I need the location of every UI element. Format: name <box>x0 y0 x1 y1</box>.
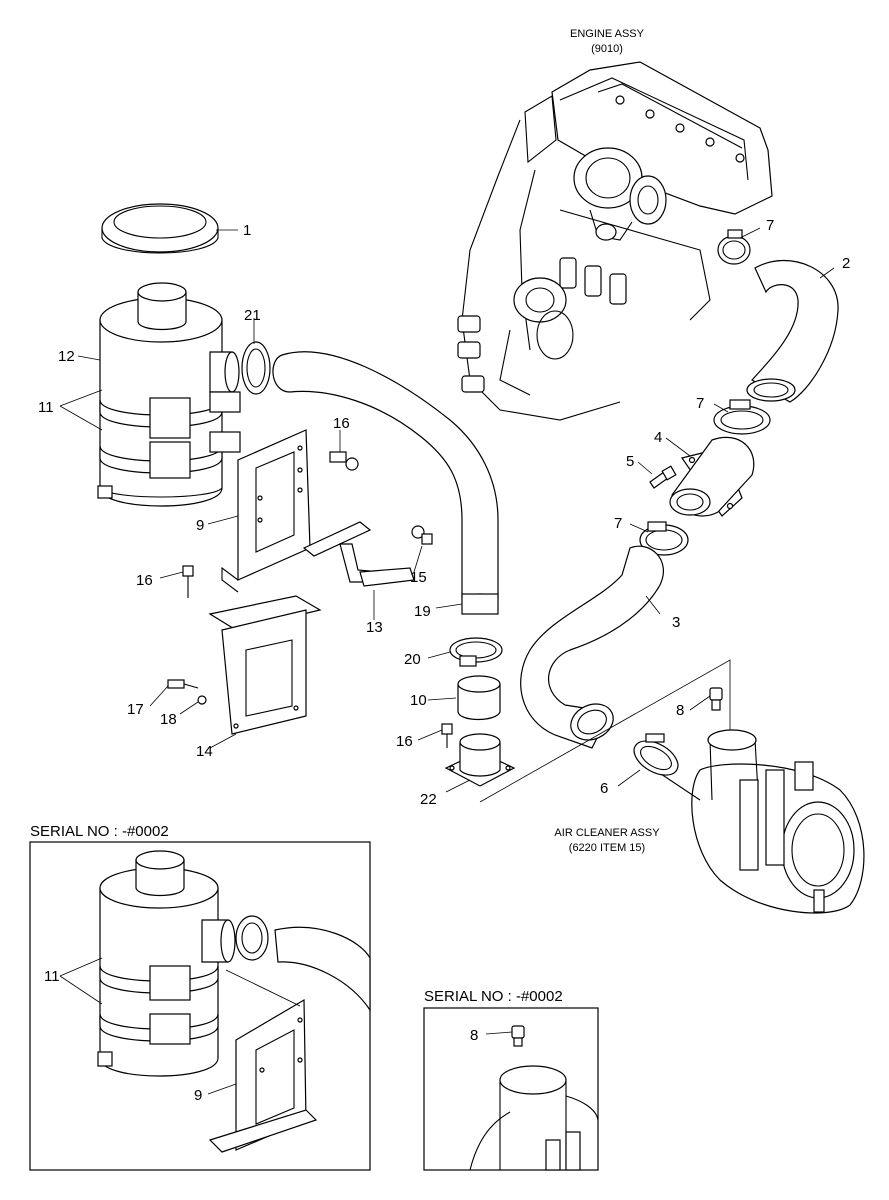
inset-left-callout-9: 9 <box>194 1087 202 1104</box>
inset-right-callout-8: 8 <box>470 1027 478 1044</box>
callout-13: 13 <box>366 619 383 636</box>
bracket-9 <box>221 429 311 593</box>
callout-12: 12 <box>58 348 75 365</box>
bolt-5 <box>649 465 677 489</box>
callout-8: 8 <box>676 702 684 719</box>
bracket-13 <box>302 521 415 587</box>
flange-22 <box>444 733 516 787</box>
hose-clamp-7-lower <box>639 521 689 556</box>
callout-7-middle: 7 <box>696 395 704 412</box>
callout-16-upper: 16 <box>333 415 350 432</box>
bolt-16-middle <box>182 565 194 598</box>
callout-4: 4 <box>654 429 662 446</box>
bolt-16-lower <box>441 723 453 748</box>
inset-left-air-cleaner <box>59 850 371 1153</box>
callout-2: 2 <box>842 255 850 272</box>
callout-7-lower: 7 <box>614 515 622 532</box>
callout-18: 18 <box>160 711 177 728</box>
callout-5: 5 <box>626 453 634 470</box>
intake-hose-2 <box>746 259 839 403</box>
callout-3: 3 <box>672 614 680 631</box>
pre-cleaner-cap-1 <box>101 203 219 254</box>
inset-left-callout-11: 11 <box>44 968 60 985</box>
callout-15: 15 <box>410 569 427 586</box>
indicator-8 <box>709 687 723 711</box>
clamp-20 <box>449 637 503 667</box>
callout-11: 11 <box>38 399 54 416</box>
bolt-15 <box>411 525 433 545</box>
hose-19 <box>272 351 499 615</box>
sleeve-10 <box>457 675 501 721</box>
gasket-21 <box>241 341 271 395</box>
bolt-16-upper <box>329 451 359 471</box>
adapter-4 <box>669 436 755 517</box>
intake-hose-3 <box>520 545 664 749</box>
callout-19: 19 <box>414 603 431 620</box>
callout-16-lower: 16 <box>396 733 413 750</box>
callout-9: 9 <box>196 517 204 534</box>
callout-7-top: 7 <box>766 217 774 234</box>
callout-20: 20 <box>404 651 421 668</box>
callout-14: 14 <box>196 743 213 760</box>
hose-clamp-7-top <box>717 229 751 265</box>
band-clamps-11 <box>99 391 241 479</box>
engine-assy-title: ENGINE ASSY <box>570 28 645 40</box>
engine-assy-code: (9010) <box>591 43 623 55</box>
inset-left-serial-label: SERIAL NO : -#0002 <box>30 823 169 840</box>
callout-1: 1 <box>243 222 251 239</box>
inset-right-air-cleaner-inlet <box>469 1025 599 1171</box>
air-cleaner-assembly <box>479 659 865 914</box>
washer-18 <box>197 695 207 705</box>
callout-numbers: 1 2 3 4 5 6 7 7 7 8 9 10 11 12 13 14 15 … <box>38 217 850 808</box>
callout-22: 22 <box>420 791 437 808</box>
engine-assembly-drawing <box>457 61 773 421</box>
callout-10: 10 <box>410 692 427 709</box>
hose-clamp-6 <box>633 733 679 776</box>
air-cleaner-title: AIR CLEANER ASSY <box>554 827 660 839</box>
hose-clamp-7-middle <box>713 399 771 435</box>
leader-lines <box>59 227 835 793</box>
plate-14 <box>208 595 322 735</box>
air-cleaner-ref: (6220 ITEM 15) <box>569 842 645 854</box>
callout-21: 21 <box>244 307 261 324</box>
bolt-17 <box>167 679 199 689</box>
inset-right-frame <box>423 1007 599 1171</box>
callout-6: 6 <box>600 780 608 797</box>
callout-17: 17 <box>127 701 144 718</box>
callout-16-middle: 16 <box>136 572 153 589</box>
inset-right-serial-label: SERIAL NO : -#0002 <box>424 988 563 1005</box>
